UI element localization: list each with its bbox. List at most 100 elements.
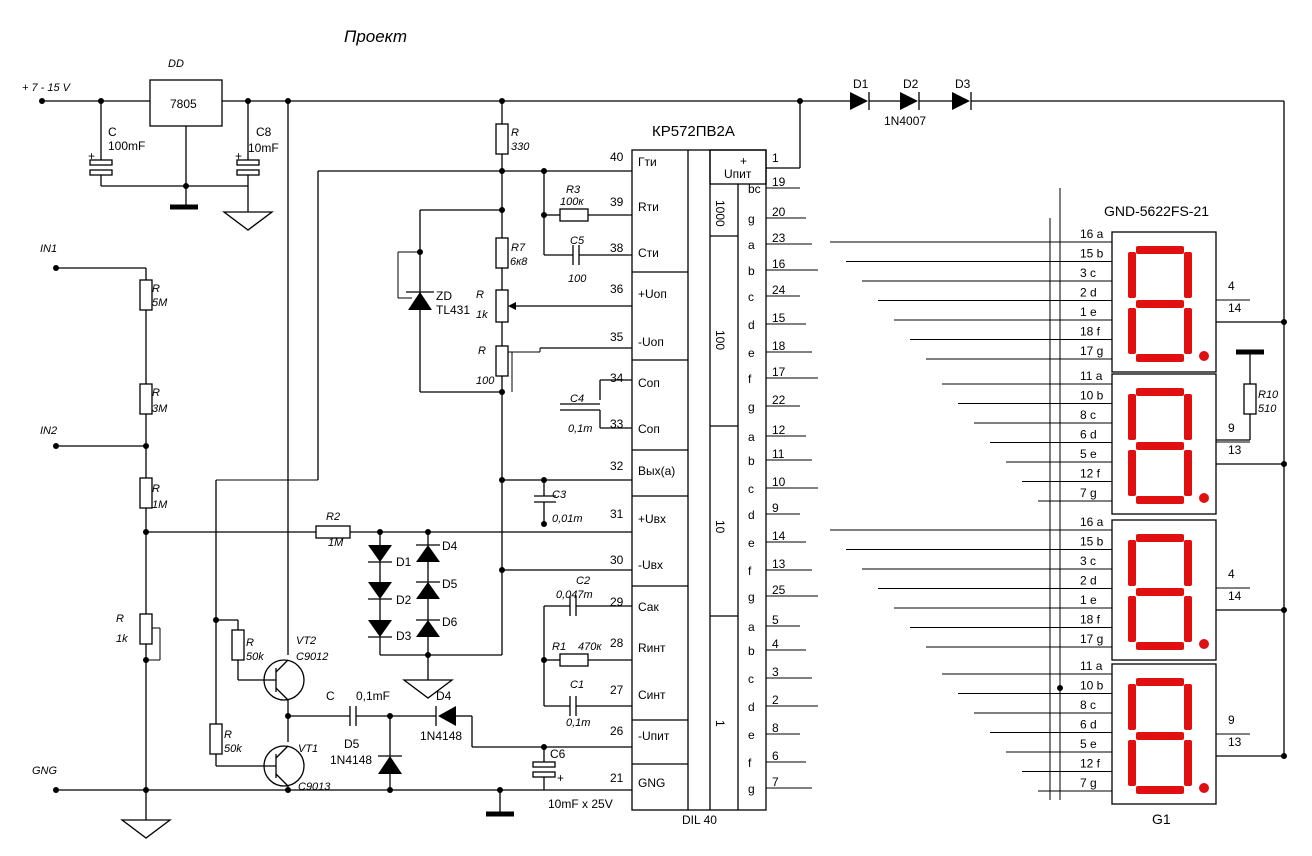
r330-ref: R (511, 127, 519, 139)
segment-bus (766, 187, 1076, 792)
display-pin-label: 8 c (1080, 698, 1096, 712)
d5pump-ref: D5 (344, 737, 360, 751)
c5-val: 100 (568, 273, 587, 285)
regulator-label: 7805 (170, 97, 197, 111)
display-common-pin: 9 (1228, 713, 1235, 727)
display-pin-label: 7 g (1080, 486, 1097, 500)
svg-text:+: + (88, 149, 95, 163)
ic-segment-name: f (748, 564, 752, 578)
ic-pin-number: 11 (772, 447, 785, 461)
display-common-pin: 4 (1228, 279, 1235, 293)
r50ka-val: 50k (246, 651, 264, 663)
ic-segment-name: c (748, 482, 754, 496)
display-pin-label: 17 g (1080, 632, 1103, 646)
ic-pin-number: 10 (772, 475, 786, 489)
d4pump-ref: D4 (436, 689, 452, 703)
c8-ref: C8 (256, 125, 272, 139)
ic-pin-name: +Uоп (638, 287, 667, 301)
display-segment (1128, 252, 1136, 298)
display-common-pin: 13 (1228, 443, 1242, 457)
d-top-val: 1N4007 (884, 114, 926, 128)
c1-ref: C1 (570, 679, 584, 691)
ic-pin-name: -Uвх (638, 558, 663, 572)
ic-pin-number: 9 (772, 501, 779, 515)
ic-pin-name: Соп (638, 422, 660, 436)
ic-segment-name: e (748, 728, 755, 742)
reference-section: R 330 R3 100к C5 100 R7 6к8 R 1k (216, 101, 632, 655)
ic-segment-name: f (748, 372, 752, 386)
display-pin-label: 5 e (1080, 737, 1097, 751)
r1-ref: R1 (552, 641, 566, 653)
page-title: Проект (344, 27, 407, 46)
ic-pin-number: 14 (772, 529, 786, 543)
ic-pin-number: 7 (772, 775, 779, 789)
r1kdiv-val: 1k (116, 633, 128, 645)
ic-segment-name: g (748, 590, 755, 604)
ic-pin-name: Синт (638, 688, 666, 702)
display-digit (1111, 519, 1217, 661)
ic-pin-number: 16 (772, 257, 786, 271)
cpump-val: 0,1mF (356, 689, 390, 703)
ic-pin-number: 8 (772, 721, 779, 735)
cpump-ref: C (326, 689, 335, 703)
ic-pin-number: 34 (610, 371, 624, 385)
display-segment (1184, 308, 1192, 354)
display-pin-label: 18 f (1080, 325, 1101, 339)
r50kb-val: 50k (224, 743, 242, 755)
ic-supply-num: 1 (772, 151, 779, 165)
display-pin-label: 16 a (1080, 515, 1104, 529)
ic-pin-number: 35 (610, 330, 624, 344)
ic-pin-name: Rинт (638, 641, 666, 655)
display-pin-label: 3 c (1080, 554, 1096, 568)
decimal-point (1199, 639, 1209, 649)
ic-pin-number: 15 (772, 311, 786, 325)
r3-val: 100к (560, 196, 584, 208)
display-common-pin: 4 (1228, 567, 1235, 581)
ic-pin-number: 30 (610, 553, 624, 567)
display-name: GND-5622FS-21 (1104, 203, 1209, 219)
dprot-d5: D5 (442, 577, 458, 591)
ic-segment-name: a (748, 238, 755, 252)
display-pin-label: 12 f (1080, 467, 1101, 481)
ic-digit-group-label: 100 (713, 330, 727, 350)
ic-segment-name: e (748, 346, 755, 360)
r1m-ref: R (152, 483, 160, 495)
ic-pin-number: 18 (772, 339, 786, 353)
r100-ref: R (478, 345, 486, 357)
ic-pin-number: 6 (772, 749, 779, 763)
ic-segment-name: g (748, 782, 755, 796)
ic-pin-name: +Uвх (638, 512, 666, 526)
ic-supply-plus: + (740, 154, 747, 168)
r330-val: 330 (511, 141, 530, 153)
ic-pin-name: Сти (638, 246, 659, 260)
display-segment (1128, 596, 1136, 642)
ic-pin-number: 25 (772, 583, 786, 597)
display-segment (1136, 388, 1184, 396)
display-pin-label: 6 d (1080, 718, 1097, 732)
display-segment (1136, 786, 1184, 794)
ic-pin-number: 26 (610, 724, 624, 738)
display-common-pin: 9 (1228, 421, 1235, 435)
display-segment (1184, 684, 1192, 730)
protection-diodes: D1 D2 D3 D4 D5 D6 (368, 532, 502, 699)
display-pin-label: 18 f (1080, 613, 1101, 627)
r1-val: 470к (578, 641, 602, 653)
ic-pin-name: Соп (638, 376, 660, 390)
ic-pin-number: 32 (610, 459, 624, 473)
ic-pin-name: Вых(а) (638, 464, 675, 478)
dprot-d4: D4 (442, 539, 458, 553)
zd-ref: ZD (436, 289, 452, 303)
dprot-d1: D1 (396, 555, 412, 569)
ground-label: GNG (32, 765, 58, 777)
display-segment (1136, 246, 1184, 254)
display-pin-label: 15 b (1080, 247, 1104, 261)
ic-segment-name: f (748, 756, 752, 770)
integrator-section: C2 0,047m R1 470к C1 0,1m (541, 575, 632, 729)
display-segment (1136, 642, 1184, 650)
regulator-ref: DD (168, 58, 184, 70)
r1kdiv-ref: R (116, 613, 124, 625)
display-pin-label: 10 b (1080, 389, 1104, 403)
ic-segment-name: e (748, 536, 755, 550)
ic-pin-number: 22 (772, 393, 786, 407)
